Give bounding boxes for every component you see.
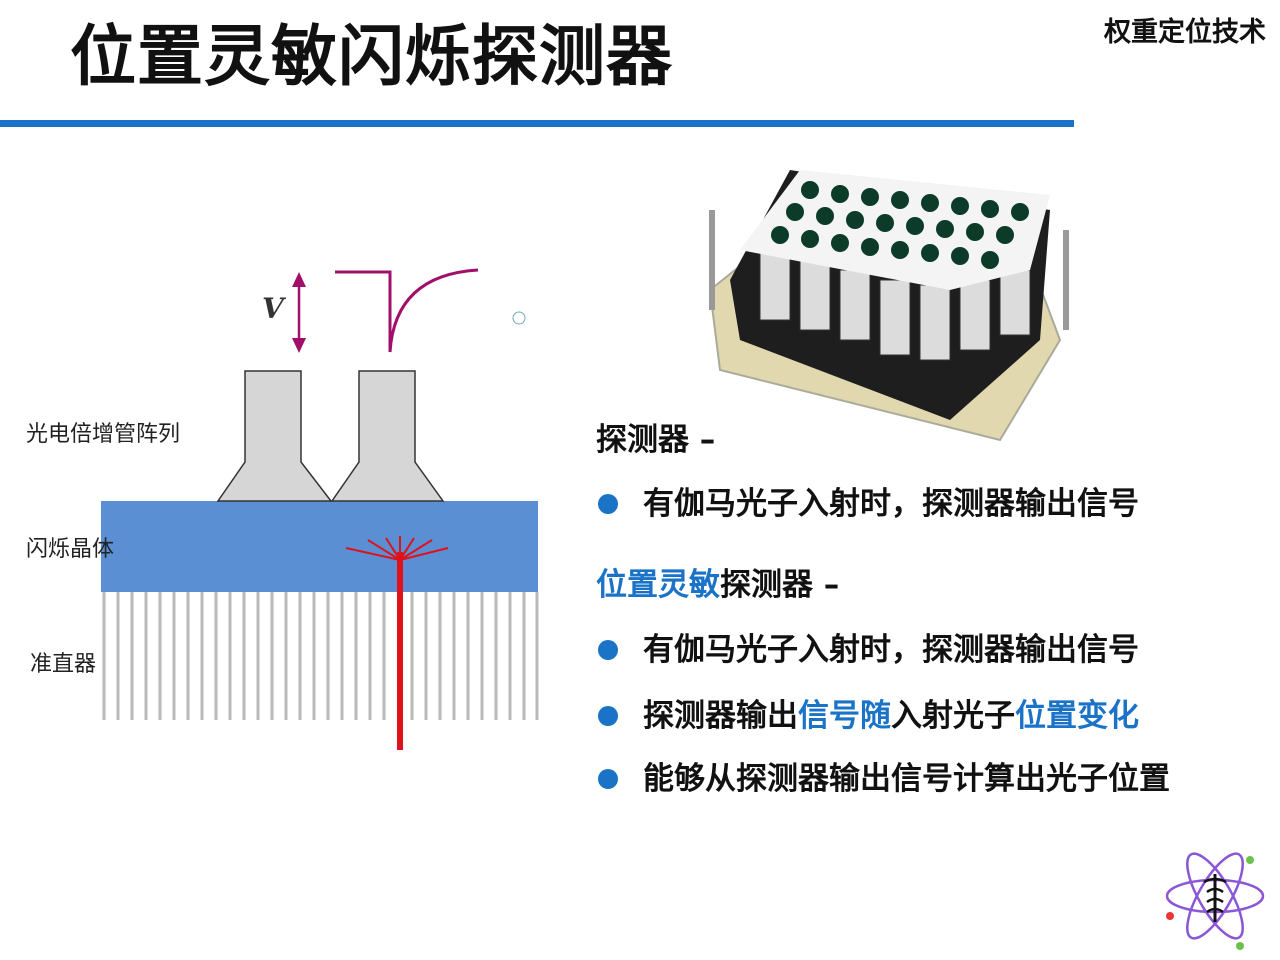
small-circle-marker (512, 311, 526, 325)
voltage-arrow (292, 272, 306, 353)
pmt-array-detector-photo (708, 170, 1069, 442)
crystal-label: 闪烁晶体 (26, 537, 115, 562)
pmt-left (216, 370, 333, 502)
scintillation-crystal (101, 501, 538, 592)
atom-caduceus-logo (1165, 852, 1265, 950)
section-tag: 权重定位技术 (1104, 17, 1266, 48)
detector-diagram: V (101, 268, 539, 750)
section1-heading: 探测器 – (596, 422, 716, 458)
collimator-label: 准直器 (30, 652, 97, 677)
bullet-dot (598, 640, 618, 660)
section2-heading-highlight: 位置灵敏 (596, 567, 720, 603)
bullet2-part3: 入射光子 (891, 698, 1015, 734)
bullet-dot (598, 494, 618, 514)
scintillation-light-rays (345, 536, 449, 561)
section1-bullet-1: 有伽马光子入射时，探测器输出信号 (643, 486, 1139, 522)
bullet2-part4: 位置变化 (1015, 698, 1139, 734)
section2-heading: 位置灵敏探测器 – (596, 565, 839, 605)
pmt-right (330, 370, 445, 502)
bullet-dot (598, 706, 618, 726)
section2-heading-rest: 探测器 – (720, 567, 840, 603)
section2-bullet-2: 探测器输出信号随入射光子位置变化 (643, 696, 1139, 736)
pmt-array-label: 光电倍增管阵列 (26, 422, 181, 447)
section2-bullet-1: 有伽马光子入射时，探测器输出信号 (643, 632, 1139, 668)
collimator-septa (102, 592, 539, 720)
voltage-label: V (262, 292, 287, 325)
section2-bullet-3: 能够从探测器输出信号计算出光子位置 (643, 761, 1170, 797)
title-divider (0, 120, 1074, 127)
signal-pulse (335, 268, 479, 353)
bullet2-part1: 探测器输出 (643, 698, 798, 734)
bullet2-part2: 信号随 (798, 698, 891, 734)
bullet-dot (598, 769, 618, 789)
page-title: 位置灵敏闪烁探测器 (70, 18, 673, 95)
